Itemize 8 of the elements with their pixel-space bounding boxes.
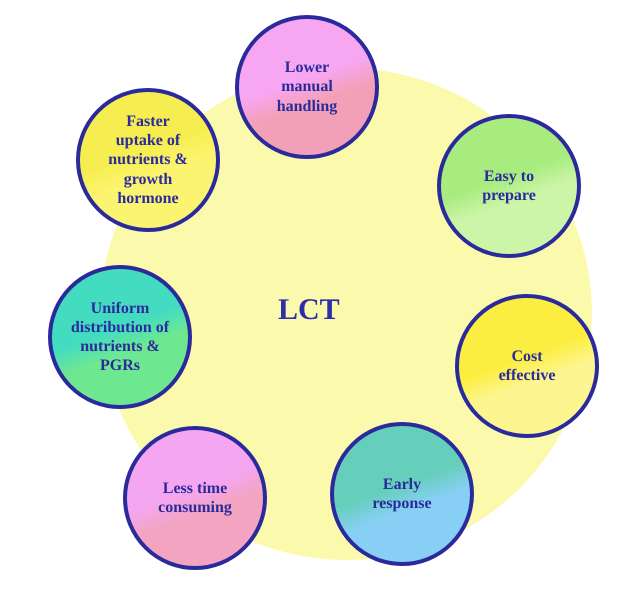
benefit-label: Faster uptake of nutrients & growth hormone xyxy=(107,112,189,208)
benefit-label: Less time consuming xyxy=(157,478,233,518)
benefit-label: Early response xyxy=(371,474,433,514)
benefit-label: Uniform distribution of nutrients & PGRs xyxy=(70,298,170,376)
center-label: LCT xyxy=(278,292,340,328)
benefit-label: Lower manual handling xyxy=(276,58,338,116)
benefit-label: Easy to prepare xyxy=(481,166,537,206)
benefit-label: Cost effective xyxy=(498,346,556,386)
